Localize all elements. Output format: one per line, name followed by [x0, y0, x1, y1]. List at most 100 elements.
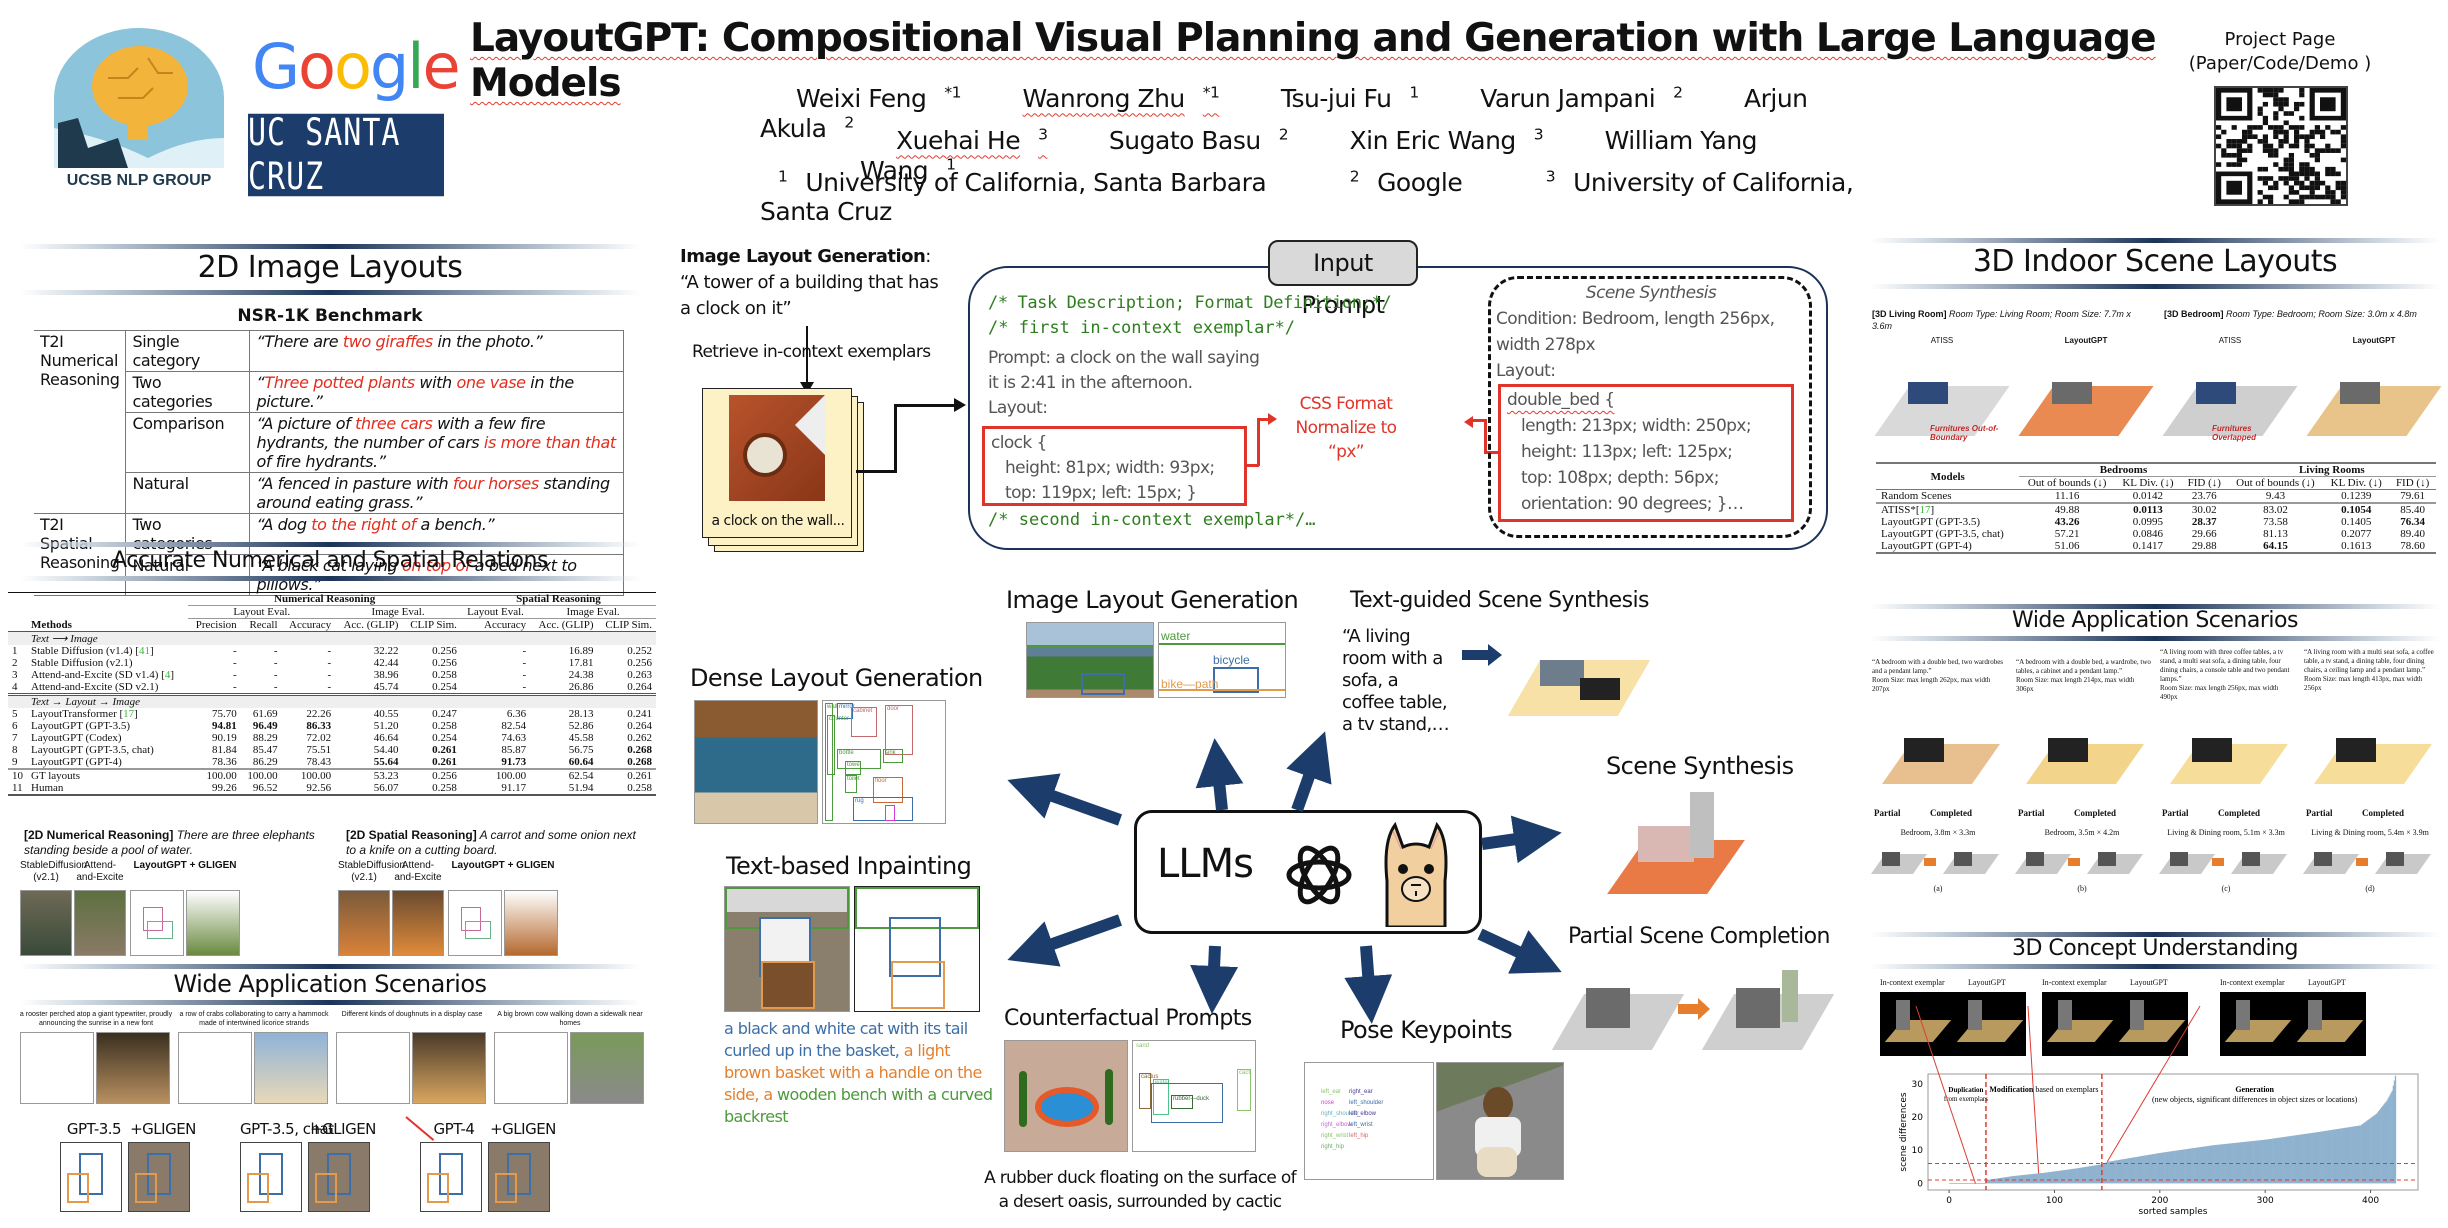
nsr-example: “A dog to the right of a bench.”: [249, 513, 624, 555]
bar: [2311, 1132, 2313, 1184]
bar: [2385, 1101, 2387, 1184]
bar: [2017, 1175, 2019, 1184]
bar: [2247, 1141, 2249, 1184]
group-header: Numerical Reasoning: [188, 592, 461, 606]
bar: [2239, 1142, 2242, 1184]
bar: [2253, 1140, 2255, 1184]
bar: [2137, 1156, 2140, 1184]
bar: [2268, 1139, 2270, 1184]
bar: [2026, 1174, 2028, 1184]
bar: [2092, 1165, 2094, 1184]
bar: [2184, 1149, 2186, 1184]
bar: [2293, 1135, 2296, 1184]
generated-image: [186, 890, 240, 956]
cell-value: 56.75: [568, 744, 594, 756]
render-label: ATISS: [2218, 336, 2242, 345]
bar: [2022, 1174, 2025, 1184]
llm-hub: LLMs: [1134, 810, 1482, 934]
bar: [2165, 1152, 2167, 1184]
scenario-caption: A big brown cow walking down a sidewalk …: [497, 1011, 643, 1027]
section-divider: [20, 244, 640, 249]
box-label: bottle: [839, 750, 854, 756]
bar: [2220, 1144, 2223, 1184]
scene-render: [2168, 708, 2289, 788]
bar: [2094, 1165, 2096, 1184]
bar: [2132, 1157, 2134, 1184]
bar: [2112, 1160, 2114, 1184]
annotation-overlapped: Furnitures Overlapped: [2212, 424, 2257, 442]
bar: [2072, 1168, 2074, 1184]
bar: [2179, 1149, 2182, 1184]
bar: [2164, 1152, 2166, 1184]
bar: [2387, 1098, 2389, 1184]
bar: [2161, 1152, 2164, 1184]
bar: [2197, 1147, 2200, 1184]
bar: [2349, 1127, 2351, 1184]
scene-prompt-row: “A bedroom with a double bed, two wardro…: [1866, 648, 2446, 908]
cell-value: 0.254: [432, 681, 457, 693]
cell-value: 85.47: [252, 744, 278, 756]
app-pose-title: Pose Keypoints: [1340, 1016, 1513, 1044]
keypoint-label: left_wrist: [1349, 1122, 1373, 1128]
render-label: LayoutGPT: [2064, 336, 2108, 345]
layout-box: cactus: [1139, 1073, 1158, 1109]
ilg-query-block: Image Layout Generation: “A tower of a b…: [680, 246, 939, 319]
bar: [2325, 1130, 2327, 1184]
x-tick-label: 400: [2362, 1196, 2379, 1206]
completed-render: [2086, 848, 2144, 876]
cell-value: 49.88: [2054, 504, 2080, 516]
bar: [2030, 1174, 2032, 1184]
cell-value: 9.43: [2265, 490, 2286, 502]
scene-prompt: “A bedroom with a double bed, a wardrobe…: [2016, 658, 2151, 693]
cell-value: 90.19: [211, 732, 237, 744]
pointer-line: [2106, 1005, 2201, 1163]
bar: [2155, 1153, 2157, 1184]
cell-value: 29.88: [2191, 540, 2217, 552]
cell-value: 0.1054: [2341, 504, 2372, 516]
cell-value: 0.1417: [2132, 540, 2164, 552]
method-name: Attend-and-Excite (SD v1.4) [4]: [31, 669, 174, 681]
bar: [1961, 1183, 1964, 1184]
bar: [2205, 1146, 2207, 1184]
bar: [2383, 1104, 2385, 1184]
bar: [2386, 1100, 2388, 1184]
cell-value: 0.261: [432, 756, 457, 768]
partial-label: Partial: [2306, 808, 2333, 818]
nsr-example: “There are two giraffes in the photo.”: [249, 330, 624, 372]
section-label: Text ⟶ Image: [31, 633, 98, 645]
cell-value: 78.36: [211, 756, 237, 768]
subfigure-label: (c): [2221, 884, 2231, 893]
bar: [2342, 1128, 2344, 1184]
keypoint-label: right_shoulder: [1321, 1111, 1360, 1117]
bar: [2358, 1125, 2361, 1184]
cell-value: -: [327, 645, 332, 657]
arrow-partial-icon: [1477, 928, 1562, 974]
bar: [2207, 1146, 2209, 1184]
concept-render: [2220, 992, 2366, 1056]
qr-code[interactable]: [2214, 86, 2348, 206]
method-name: LayoutGPT (GPT-3.5, chat): [31, 744, 154, 756]
cell-value: 0.258: [627, 782, 652, 794]
col-header: FID (↓): [2187, 477, 2221, 489]
bar: [2085, 1166, 2087, 1184]
bar: [2271, 1138, 2273, 1184]
box-label: cactus: [1141, 1074, 1159, 1080]
col-header: Accuracy: [484, 619, 527, 631]
cell-value: 100.00: [495, 770, 527, 782]
bar: [2317, 1132, 2320, 1184]
bar: [2124, 1158, 2126, 1184]
cell-value: 45.74: [373, 681, 399, 693]
row-index: 11: [12, 782, 23, 794]
bar: [2171, 1151, 2173, 1184]
cell-value: 79.61: [2400, 490, 2425, 502]
bar: [2194, 1147, 2196, 1184]
bar: [2263, 1139, 2265, 1184]
bar: [2370, 1117, 2372, 1184]
gpt-layout: [60, 1142, 122, 1212]
